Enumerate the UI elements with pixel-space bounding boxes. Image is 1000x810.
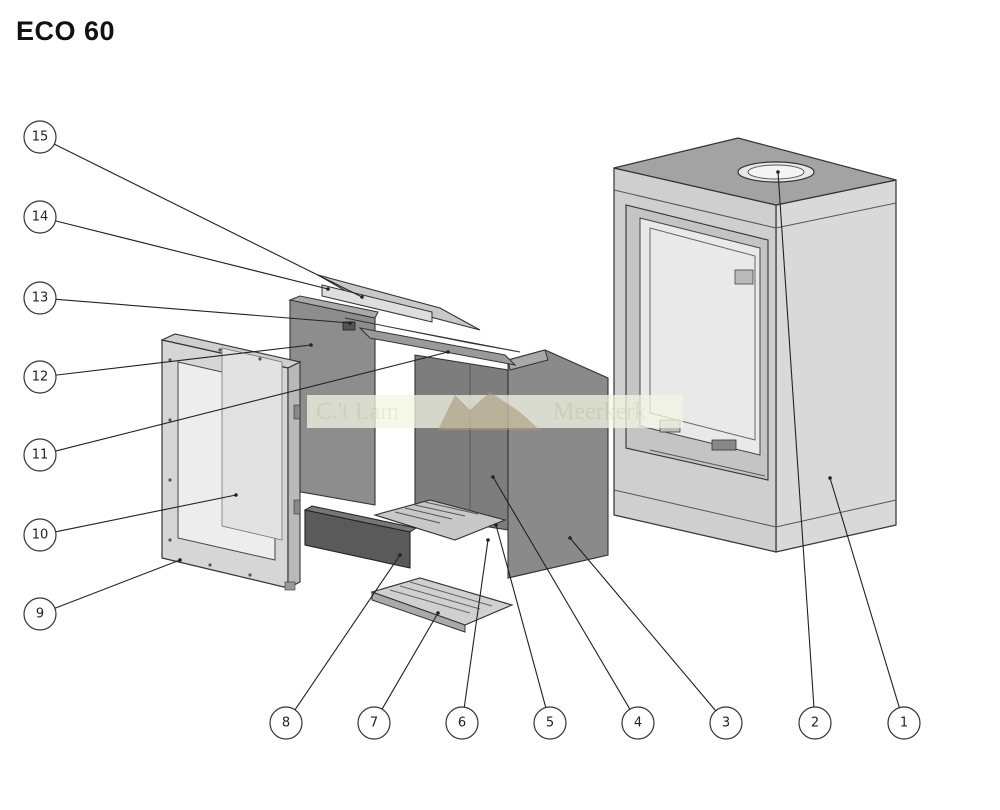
callout-9: 9 xyxy=(23,597,57,631)
leader-line-2 xyxy=(777,171,815,708)
leader-dot-14 xyxy=(326,287,330,291)
leader-line-4 xyxy=(492,476,631,710)
callout-label: 4 xyxy=(634,716,642,731)
leader-dot-11 xyxy=(446,350,450,354)
callout-circle xyxy=(23,518,57,552)
firebox-parts xyxy=(288,274,609,633)
leader-dot-15 xyxy=(360,295,364,299)
watermark-left-text: C.'t Lam xyxy=(316,399,399,425)
leader-dot-4 xyxy=(491,475,495,479)
page-title: ECO 60 xyxy=(16,16,116,46)
leader-line-14 xyxy=(55,220,329,290)
callout-label: 13 xyxy=(32,291,49,306)
callout-1: 1 xyxy=(887,706,921,740)
leader-line-5 xyxy=(495,524,547,708)
callout-10: 10 xyxy=(23,518,57,552)
leader-dot-3 xyxy=(568,536,572,540)
leader-dot-6 xyxy=(486,538,490,542)
callout-circle xyxy=(23,281,57,315)
callout-label: 9 xyxy=(36,607,44,622)
callout-circle xyxy=(445,706,479,740)
callout-label: 15 xyxy=(32,130,49,145)
callout-8: 8 xyxy=(269,706,303,740)
callout-circle xyxy=(23,438,57,472)
callout-14: 14 xyxy=(23,200,57,234)
callout-5: 5 xyxy=(533,706,567,740)
leader-dot-1 xyxy=(828,476,832,480)
callout-circle xyxy=(887,706,921,740)
callout-label: 8 xyxy=(282,716,290,731)
watermark: C.'t Lam Meerkerk xyxy=(307,392,683,430)
leader-line-11 xyxy=(55,351,449,452)
leader-dot-12 xyxy=(309,343,313,347)
callout-label: 6 xyxy=(458,716,466,731)
leader-line-9 xyxy=(54,559,181,609)
leader-line-12 xyxy=(55,344,312,376)
callout-circle xyxy=(23,597,57,631)
callout-7: 7 xyxy=(357,706,391,740)
callout-3: 3 xyxy=(709,706,743,740)
callout-circle xyxy=(357,706,391,740)
leader-line-10 xyxy=(55,494,237,533)
callout-6: 6 xyxy=(445,706,479,740)
callout-label: 5 xyxy=(546,716,554,731)
leader-line-8 xyxy=(294,554,401,711)
callout-label: 1 xyxy=(900,716,908,731)
leader-dot-5 xyxy=(494,523,498,527)
leader-dot-7 xyxy=(436,611,440,615)
leader-dot-8 xyxy=(398,553,402,557)
callout-11: 11 xyxy=(23,438,57,472)
stove-body xyxy=(613,137,897,553)
door xyxy=(160,333,302,591)
leader-dot-9 xyxy=(178,558,182,562)
callout-12: 12 xyxy=(23,360,57,394)
callout-circle xyxy=(798,706,832,740)
watermark-right-text: Meerkerk xyxy=(553,399,646,425)
callout-label: 2 xyxy=(811,716,819,731)
leader-dot-2 xyxy=(776,170,780,174)
callout-13: 13 xyxy=(23,281,57,315)
leader-line-3 xyxy=(569,537,717,712)
callout-circle xyxy=(23,120,57,154)
leader-dot-10 xyxy=(234,493,238,497)
callout-label: 11 xyxy=(32,448,49,463)
callout-circle xyxy=(621,706,655,740)
callout-label: 14 xyxy=(32,210,49,225)
callout-2: 2 xyxy=(798,706,832,740)
callout-label: 3 xyxy=(722,716,730,731)
leader-lines xyxy=(54,143,900,712)
leader-line-1 xyxy=(829,477,900,708)
callout-circle xyxy=(709,706,743,740)
callout-circle xyxy=(269,706,303,740)
callout-circle xyxy=(23,200,57,234)
callout-4: 4 xyxy=(621,706,655,740)
callout-circle xyxy=(23,360,57,394)
leader-dot-13 xyxy=(348,321,352,325)
leader-line-15 xyxy=(54,143,363,298)
callout-label: 12 xyxy=(32,370,49,385)
leader-line-6 xyxy=(463,539,489,708)
callout-circle xyxy=(533,706,567,740)
leader-line-7 xyxy=(381,612,439,710)
callout-label: 7 xyxy=(370,716,378,731)
callout-15: 15 xyxy=(23,120,57,154)
leader-line-13 xyxy=(55,298,351,324)
callout-label: 10 xyxy=(32,528,49,543)
